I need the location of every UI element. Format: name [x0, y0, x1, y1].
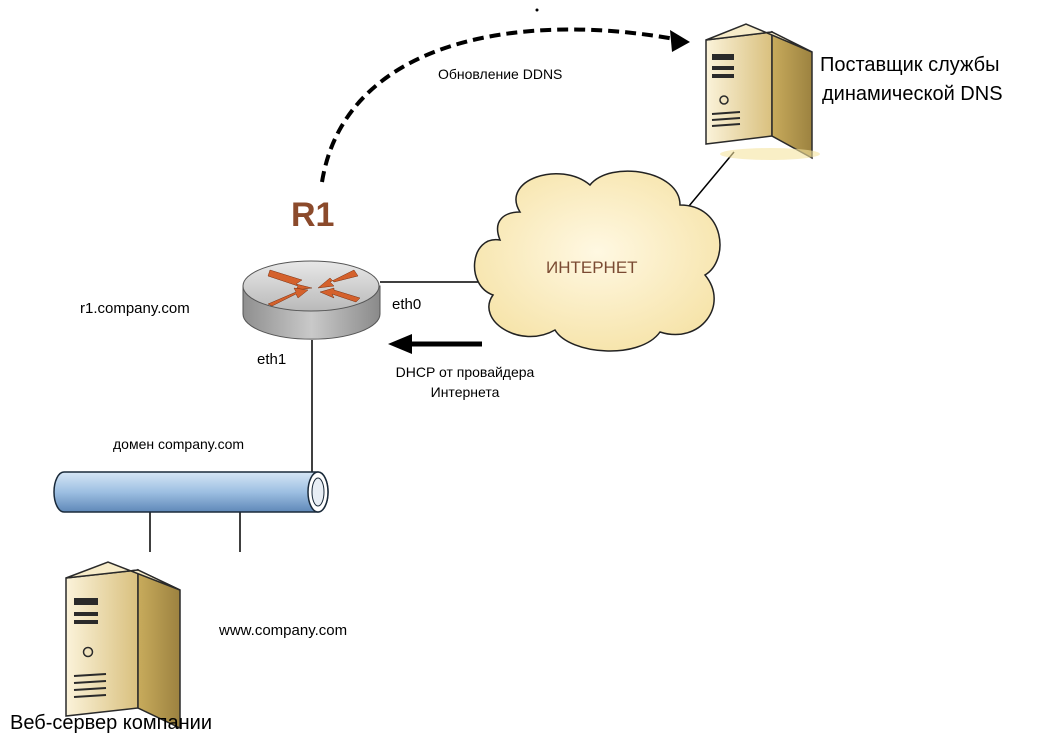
ddns-update-arrow: [320, 27, 690, 183]
dot-marker: [535, 8, 539, 12]
dhcp-label-line2: Интернета: [430, 384, 500, 400]
connections: [149, 151, 735, 552]
cloud-icon: [473, 170, 721, 352]
server-icon: [65, 561, 181, 730]
server-icon: [705, 23, 820, 160]
web-server-label: Веб-сервер компании: [10, 712, 212, 734]
network-segment-icon: [53, 471, 329, 513]
dhcp-arrow: [388, 334, 482, 354]
cloud-provider-link: [683, 151, 735, 213]
provider-label-line1: Поставщик службы: [820, 54, 1000, 76]
router-name-label: R1: [291, 196, 335, 234]
web-host-label: www.company.com: [219, 622, 348, 639]
router-host-label: r1.company.com: [80, 300, 190, 317]
provider-label-line2: динамической DNS: [822, 83, 1003, 105]
eth1-label: eth1: [257, 351, 287, 368]
domain-label: домен company.com: [113, 436, 245, 452]
ddns-update-label: Обновление DDNS: [438, 66, 563, 82]
dhcp-label-line1: DHCP от провайдера: [395, 364, 535, 380]
router-icon: [242, 260, 381, 340]
internet-label: ИНТЕРНЕТ: [546, 258, 638, 277]
eth0-label: eth0: [392, 296, 422, 313]
